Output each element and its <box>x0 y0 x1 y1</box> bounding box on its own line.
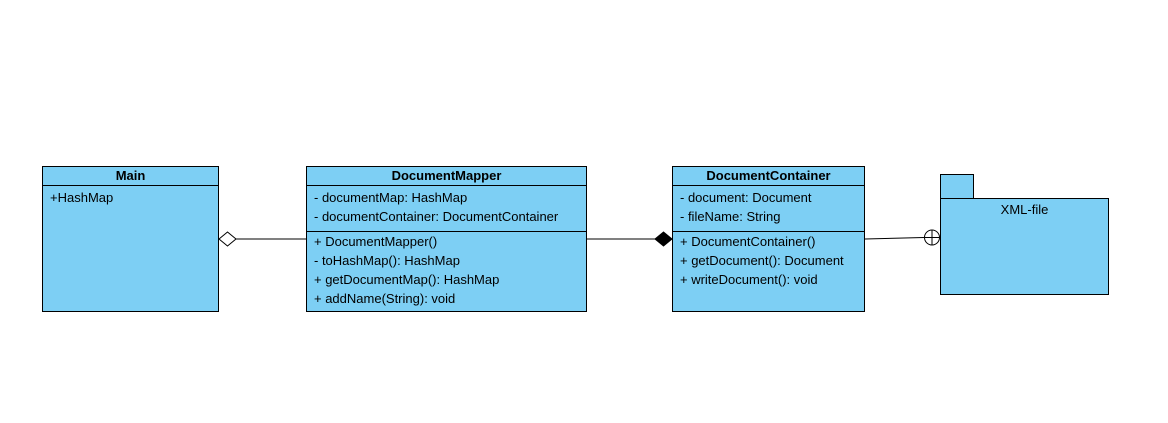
containment-circle-plus-icon <box>924 229 940 246</box>
package-tab <box>940 174 974 199</box>
class-name: Main <box>43 167 218 186</box>
class-main[interactable]: Main +HashMap <box>42 166 219 312</box>
operation: + DocumentContainer() <box>680 234 816 249</box>
composition-diamond <box>654 231 673 247</box>
operations-compartment: + DocumentMapper() - toHashMap(): HashMa… <box>307 232 586 309</box>
class-document-container[interactable]: DocumentContainer - document: Document -… <box>672 166 865 312</box>
package-body: XML-file <box>940 198 1109 295</box>
attribute: - document: Document <box>680 190 812 205</box>
operations-compartment: + DocumentContainer() + getDocument(): D… <box>673 232 864 290</box>
attribute: +HashMap <box>50 190 114 205</box>
class-document-mapper[interactable]: DocumentMapper - documentMap: HashMap - … <box>306 166 587 312</box>
operation: + addName(String): void <box>314 291 456 306</box>
operation: + getDocumentMap(): HashMap <box>314 272 500 287</box>
attributes-compartment: - document: Document - fileName: String <box>673 186 864 232</box>
class-name: DocumentContainer <box>673 167 864 186</box>
aggregation-diamond <box>218 231 237 247</box>
class-name: DocumentMapper <box>307 167 586 186</box>
attribute: - documentMap: HashMap <box>314 190 468 205</box>
operation: + DocumentMapper() <box>314 234 438 249</box>
containment-line <box>864 237 925 240</box>
attributes-compartment: - documentMap: HashMap - documentContain… <box>307 186 586 232</box>
operation: + writeDocument(): void <box>680 272 818 287</box>
package-name: XML-file <box>1000 202 1049 217</box>
attribute: - documentContainer: DocumentContainer <box>314 209 559 224</box>
attributes-compartment: +HashMap <box>43 186 218 208</box>
operation: + getDocument(): Document <box>680 253 844 268</box>
attribute: - fileName: String <box>680 209 781 224</box>
operation: - toHashMap(): HashMap <box>314 253 460 268</box>
